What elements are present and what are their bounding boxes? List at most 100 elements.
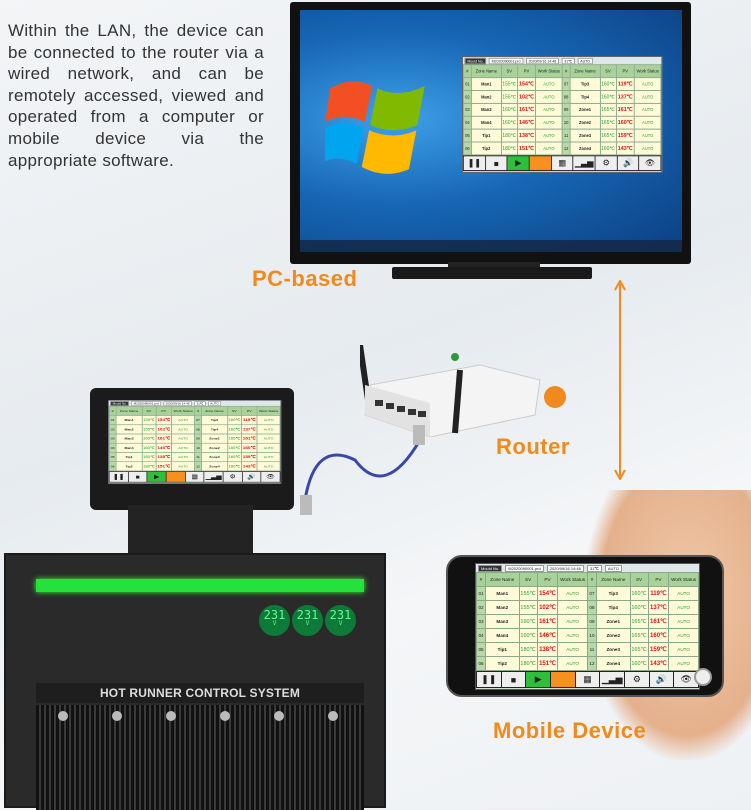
work-status[interactable]: AUTO (535, 115, 563, 130)
set-value[interactable]: 160℃ (226, 461, 242, 472)
work-status[interactable]: AUTO (557, 656, 588, 671)
set-value[interactable]: 160℃ (518, 628, 538, 643)
stop-button[interactable]: ■ (485, 156, 507, 171)
set-value[interactable]: 180℃ (141, 461, 157, 472)
chart-button[interactable]: ▁▃▅ (573, 156, 595, 171)
settings-button[interactable]: ⚙ (223, 471, 242, 482)
work-status[interactable]: AUTO (668, 628, 699, 643)
set-value[interactable]: 160℃ (599, 77, 617, 91)
work-status[interactable]: AUTO (535, 102, 563, 117)
eye-button[interactable]: 👁 (674, 672, 699, 687)
set-value[interactable]: 160℃ (599, 90, 617, 104)
work-status[interactable]: AUTO (633, 90, 662, 104)
work-status[interactable]: AUTO (171, 415, 195, 426)
work-status[interactable]: AUTO (171, 442, 195, 453)
work-status[interactable]: AUTO (535, 128, 563, 143)
set-value[interactable]: 165℃ (629, 642, 649, 657)
eye-button[interactable]: 👁 (639, 156, 661, 171)
set-value[interactable]: 160℃ (500, 102, 518, 117)
set-value[interactable]: 160℃ (629, 600, 649, 615)
settings-button[interactable]: ⚙ (595, 156, 617, 171)
settings-button[interactable]: ⚙ (625, 672, 649, 687)
pause-button[interactable]: ❚❚ (463, 156, 485, 171)
play-button[interactable]: ▶ (147, 471, 166, 482)
set-value[interactable]: 165℃ (599, 128, 617, 143)
set-value[interactable]: 165℃ (599, 102, 617, 117)
set-value[interactable]: 160℃ (141, 442, 157, 453)
work-status[interactable]: AUTO (256, 415, 281, 426)
work-status[interactable]: AUTO (557, 628, 588, 643)
set-value[interactable]: 155℃ (500, 90, 518, 104)
work-status[interactable]: AUTO (557, 586, 588, 601)
work-status[interactable]: AUTO (557, 614, 588, 629)
work-status[interactable]: AUTO (535, 141, 563, 156)
set-value[interactable]: 155℃ (500, 77, 518, 91)
work-status[interactable]: AUTO (633, 115, 662, 130)
work-status[interactable]: AUTO (668, 614, 699, 629)
set-value[interactable]: 160℃ (500, 115, 518, 130)
set-value[interactable]: 160℃ (629, 656, 649, 671)
work-status[interactable]: AUTO (535, 90, 563, 104)
app-window-mobile[interactable]: Mould No. M2020090001.prd 2020/09/16 14:… (475, 563, 700, 690)
set-value[interactable]: 180℃ (518, 656, 538, 671)
set-value[interactable]: 155℃ (141, 424, 157, 435)
monitor-button[interactable]: ▦ (185, 471, 204, 482)
set-value[interactable]: 165℃ (629, 628, 649, 643)
set-value[interactable]: 165℃ (226, 442, 242, 453)
set-value[interactable]: 155℃ (518, 586, 538, 601)
set-value[interactable]: 180℃ (500, 141, 518, 156)
alarm-button[interactable]: 🔊 (242, 471, 261, 482)
work-status[interactable]: AUTO (668, 656, 699, 671)
set-value[interactable]: 160℃ (226, 424, 242, 435)
pause-button[interactable]: ❚❚ (109, 471, 128, 482)
set-value[interactable]: 160℃ (629, 586, 649, 601)
work-status[interactable]: AUTO (668, 642, 699, 657)
set-value[interactable]: 160℃ (599, 141, 617, 156)
set-value[interactable]: 180℃ (500, 128, 518, 143)
work-status[interactable]: AUTO (633, 141, 662, 156)
set-value[interactable]: 160℃ (226, 415, 242, 426)
chart-button[interactable]: ▁▃▅ (204, 471, 223, 482)
work-status[interactable]: AUTO (633, 77, 662, 91)
pause-button[interactable]: ❚❚ (477, 672, 501, 687)
work-status[interactable]: AUTO (668, 586, 699, 601)
work-status[interactable]: AUTO (557, 600, 588, 615)
work-status[interactable]: AUTO (171, 452, 195, 463)
set-value[interactable]: 155℃ (518, 600, 538, 615)
work-status[interactable]: AUTO (171, 433, 195, 444)
work-status[interactable]: AUTO (633, 128, 662, 143)
work-status[interactable]: AUTO (256, 442, 281, 453)
monitor-button[interactable]: ▦ (575, 672, 600, 687)
work-status[interactable]: AUTO (256, 452, 281, 463)
work-status[interactable]: AUTO (256, 461, 281, 472)
work-status[interactable]: AUTO (557, 642, 588, 657)
set-value[interactable]: 160℃ (141, 433, 157, 444)
set-value[interactable]: 165℃ (226, 433, 242, 444)
work-status[interactable]: AUTO (171, 424, 195, 435)
set-value[interactable]: 160℃ (518, 614, 538, 629)
set-value[interactable]: 180℃ (141, 452, 157, 463)
work-status[interactable]: AUTO (256, 433, 281, 444)
play-button[interactable]: ▶ (526, 672, 551, 687)
alarm-button[interactable]: 🔊 (649, 672, 674, 687)
alarm-button[interactable]: 🔊 (617, 156, 639, 171)
set-value[interactable]: 180℃ (518, 642, 538, 657)
work-status[interactable]: AUTO (633, 102, 662, 117)
monitor-button[interactable]: ▦ (551, 156, 573, 171)
work-status[interactable]: AUTO (535, 77, 563, 91)
